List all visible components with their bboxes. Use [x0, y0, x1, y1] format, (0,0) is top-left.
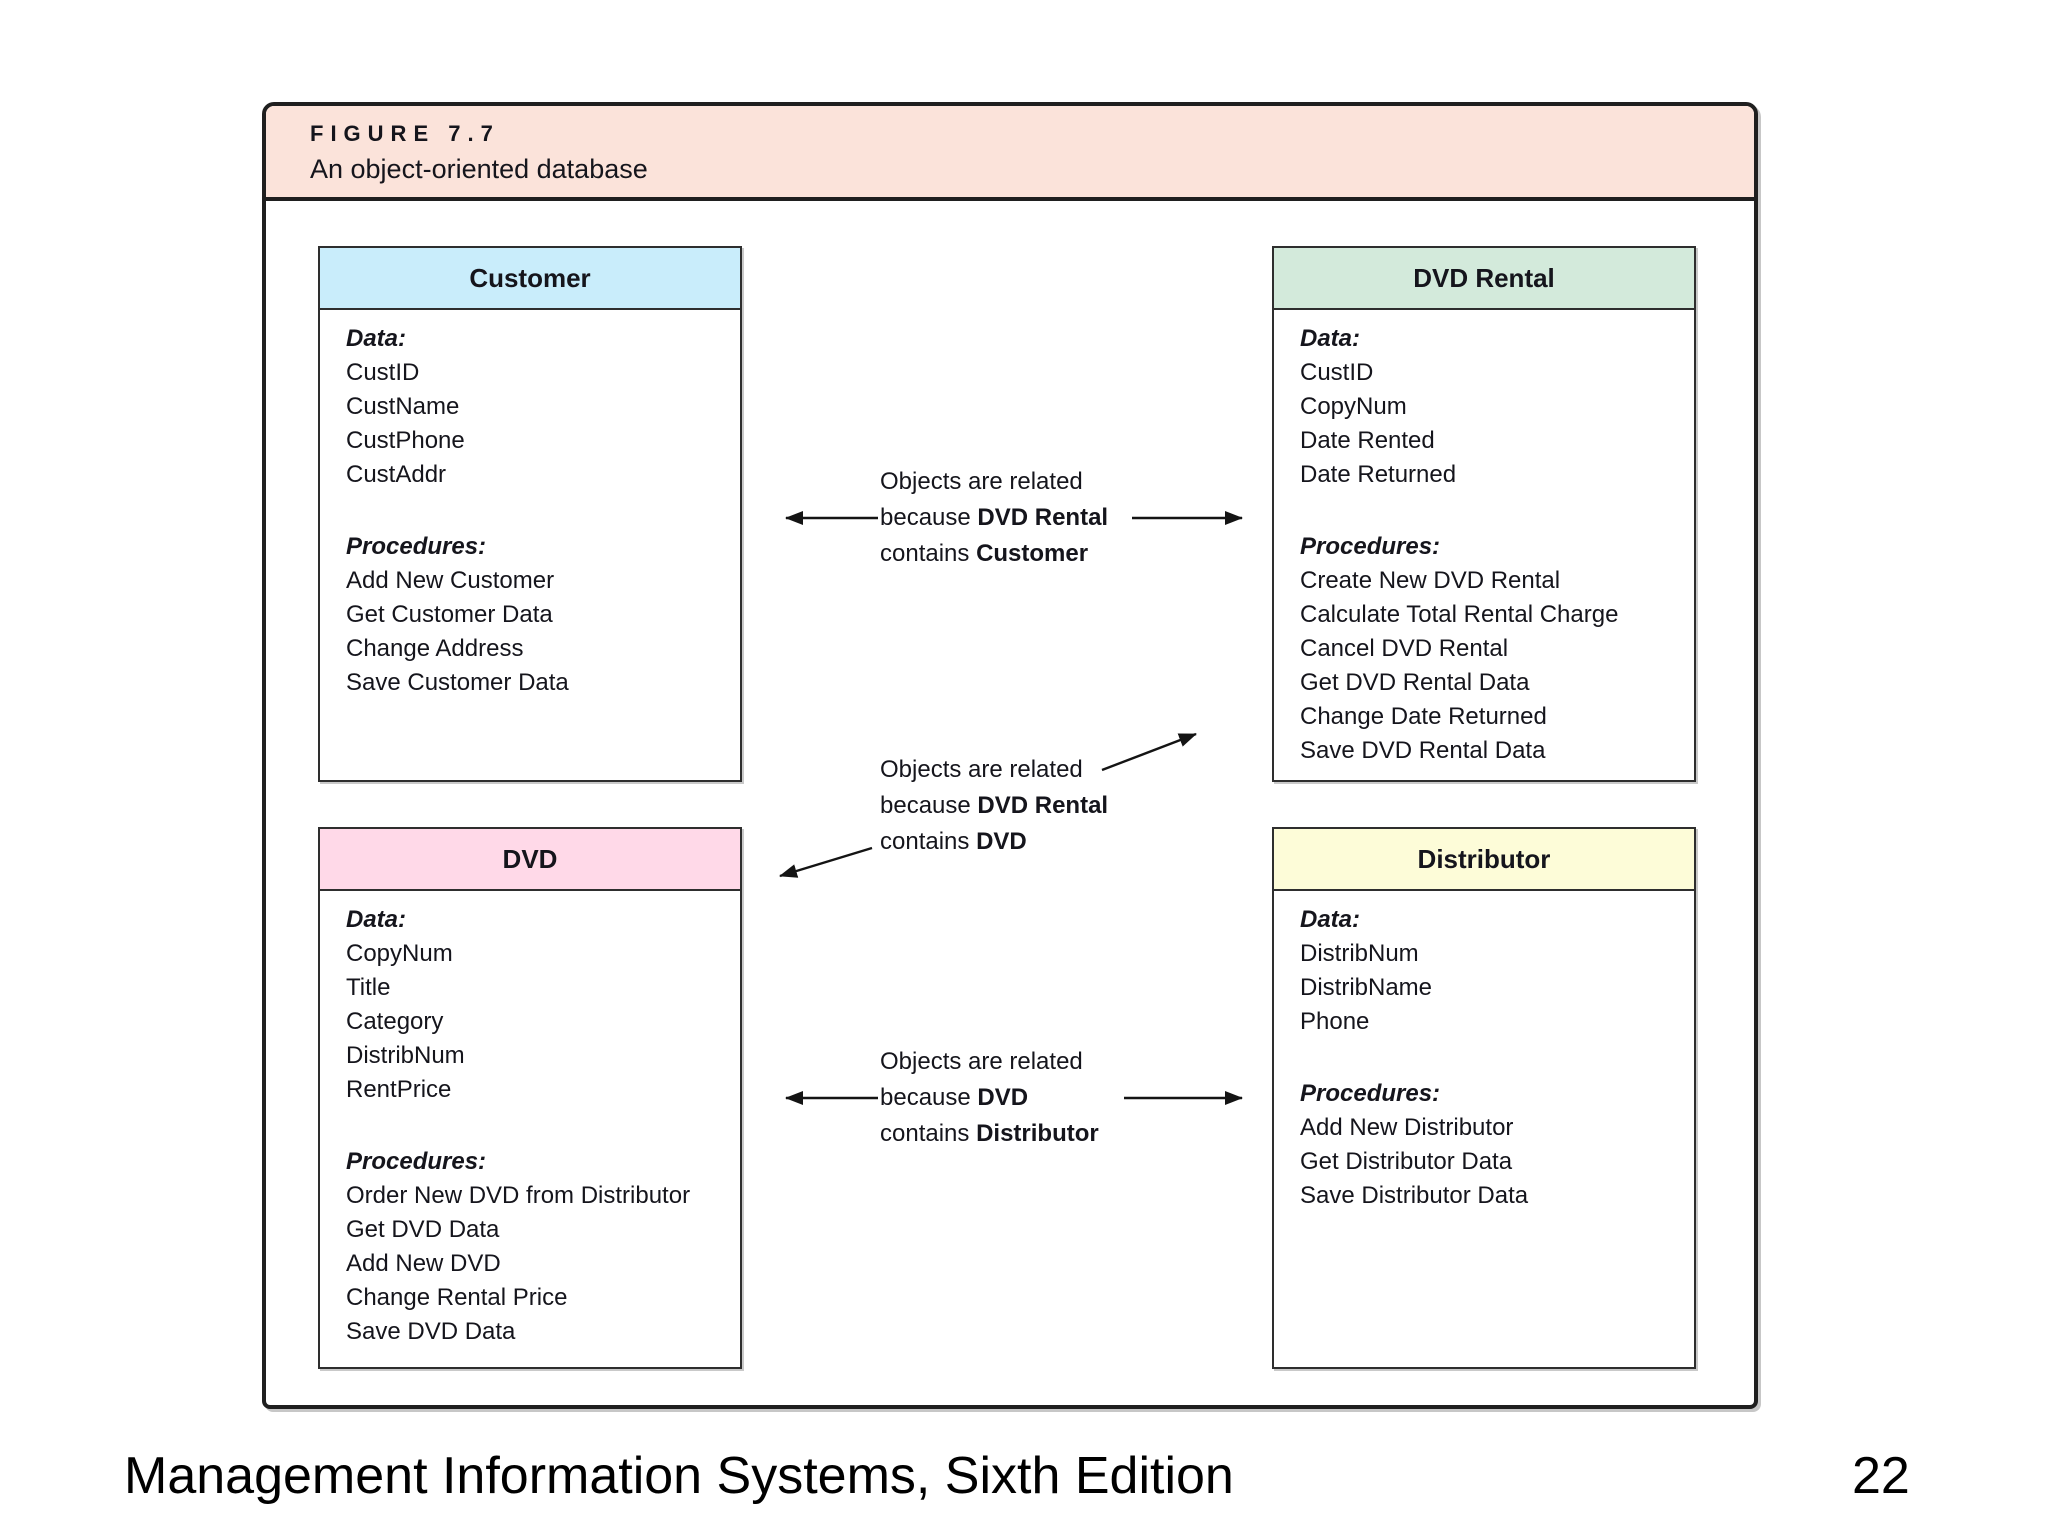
note-line: contains DVD — [880, 828, 1027, 855]
data-section-label: Data: — [1300, 906, 1361, 933]
data-field: DistribNum — [1300, 940, 1419, 967]
data-field: Title — [346, 974, 391, 1001]
data-field: Phone — [1300, 1008, 1370, 1035]
procedures-section-label: Procedures: — [1300, 533, 1441, 560]
procedure-item: Add New Distributor — [1300, 1114, 1514, 1141]
figure-caption-band: FIGURE 7.7 An object-oriented database — [266, 106, 1754, 201]
note-line: because DVD — [880, 1084, 1029, 1111]
data-field: CustName — [346, 393, 460, 420]
data-field: CustAddr — [346, 461, 447, 488]
note-line: contains Distributor — [880, 1120, 1099, 1147]
procedure-item: Get DVD Data — [346, 1216, 500, 1243]
note-line: Objects are related — [880, 1048, 1083, 1075]
relationship-note-customer-dvdrental: Objects are related because DVD Rental c… — [880, 464, 1108, 572]
procedure-item: Get Customer Data — [346, 601, 553, 628]
data-field: Date Returned — [1300, 461, 1457, 488]
data-field: Category — [346, 1008, 444, 1035]
procedure-item: Save Customer Data — [346, 669, 569, 696]
procedure-item: Save Distributor Data — [1300, 1182, 1529, 1209]
procedure-item: Change Address — [346, 635, 524, 662]
note-line: Objects are related — [880, 756, 1083, 783]
procedure-item: Get DVD Rental Data — [1300, 669, 1530, 696]
procedure-item: Calculate Total Rental Charge — [1300, 601, 1619, 628]
procedure-item: Add New Customer — [346, 567, 555, 594]
data-field: CustID — [346, 359, 420, 386]
procedure-item: Get Distributor Data — [1300, 1148, 1513, 1175]
data-section-label: Data: — [346, 325, 407, 352]
class-box-customer: Customer Data: CustID CustName CustPhone… — [318, 246, 742, 782]
data-field: CopyNum — [1300, 393, 1407, 420]
data-section-label: Data: — [1300, 325, 1361, 352]
procedure-item: Save DVD Rental Data — [1300, 737, 1546, 764]
data-field: CustID — [1300, 359, 1374, 386]
data-field: CopyNum — [346, 940, 453, 967]
procedure-item: Order New DVD from Distributor — [346, 1182, 691, 1209]
class-box-distributor-body: Data: DistribNum DistribName Phone Proce… — [1274, 891, 1694, 1213]
figure-subtitle: An object-oriented database — [310, 154, 648, 184]
data-field: Date Rented — [1300, 427, 1435, 454]
class-box-customer-body: Data: CustID CustName CustPhone CustAddr… — [320, 310, 740, 700]
note-line: contains Customer — [880, 540, 1089, 567]
figure-number: FIGURE 7.7 — [310, 121, 500, 146]
procedures-section-label: Procedures: — [346, 1148, 487, 1175]
class-box-dvd-body: Data: CopyNum Title Category DistribNum … — [320, 891, 740, 1349]
procedures-section-label: Procedures: — [346, 533, 487, 560]
class-box-dvd: DVD Data: CopyNum Title Category Distrib… — [318, 827, 742, 1369]
procedures-section-label: Procedures: — [1300, 1080, 1441, 1107]
class-box-dvd-rental: DVD Rental Data: CustID CopyNum Date Ren… — [1272, 246, 1696, 782]
procedure-item: Change Rental Price — [346, 1284, 568, 1311]
relationship-note-dvdrental-dvd: Objects are related because DVD Rental c… — [880, 752, 1108, 860]
data-section-label: Data: — [346, 906, 407, 933]
class-box-dvd-rental-body: Data: CustID CopyNum Date Rented Date Re… — [1274, 310, 1694, 768]
slide-page-number: 22 — [1852, 1447, 1910, 1505]
procedure-item: Cancel DVD Rental — [1300, 635, 1509, 662]
relationship-note-dvd-distributor: Objects are related because DVD contains… — [880, 1044, 1099, 1152]
class-box-distributor-title: Distributor — [1274, 829, 1694, 891]
slide-footer-title: Management Information Systems, Sixth Ed… — [124, 1447, 1234, 1505]
data-field: RentPrice — [346, 1076, 452, 1103]
data-field: CustPhone — [346, 427, 465, 454]
data-field: DistribNum — [346, 1042, 465, 1069]
note-line: Objects are related — [880, 468, 1083, 495]
note-line: because DVD Rental — [880, 792, 1109, 819]
class-box-distributor: Distributor Data: DistribNum DistribName… — [1272, 827, 1696, 1369]
procedure-item: Create New DVD Rental — [1300, 567, 1561, 594]
class-box-dvd-title: DVD — [320, 829, 740, 891]
note-line: because DVD Rental — [880, 504, 1109, 531]
class-box-customer-title: Customer — [320, 248, 740, 310]
class-box-dvd-rental-title: DVD Rental — [1274, 248, 1694, 310]
data-field: DistribName — [1300, 974, 1433, 1001]
procedure-item: Save DVD Data — [346, 1318, 516, 1345]
procedure-item: Add New DVD — [346, 1250, 501, 1277]
procedure-item: Change Date Returned — [1300, 703, 1547, 730]
